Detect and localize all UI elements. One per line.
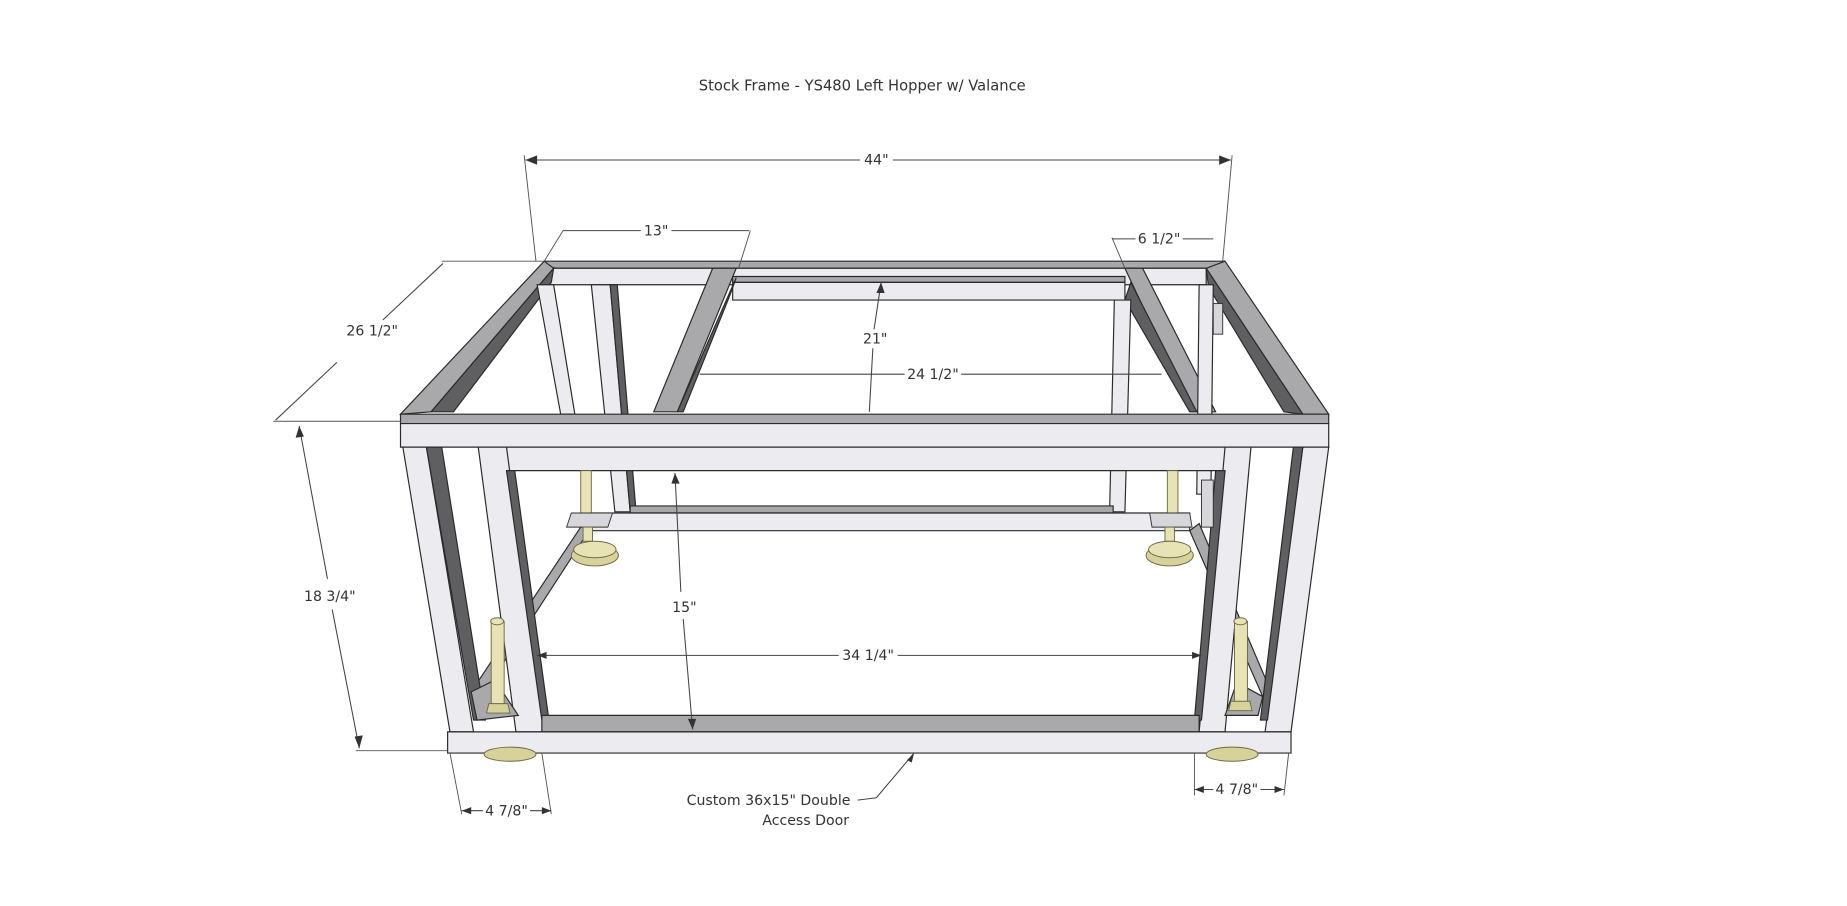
svg-text:26 1/2": 26 1/2" (346, 323, 398, 339)
callout-line-1: Custom 36x15" Double (687, 793, 851, 809)
svg-text:18 3/4": 18 3/4" (304, 589, 356, 605)
leveling-feet (483, 303, 1259, 762)
dimension-inner-depth: 21" (863, 282, 887, 412)
svg-text:24 1/2": 24 1/2" (907, 367, 959, 383)
svg-text:6 1/2": 6 1/2" (1138, 232, 1181, 248)
dimension-depth: 26 1/2" (273, 260, 545, 422)
door-callout: Custom 36x15" Double Access Door (687, 752, 915, 829)
callout-line-2: Access Door (762, 813, 849, 829)
dimension-door-height: 15" (671, 472, 697, 730)
dimension-left-opening: 13" (543, 223, 751, 269)
svg-text:44": 44" (864, 153, 888, 169)
dimension-overall-width: 44" (523, 153, 1233, 262)
steel-frame (399, 260, 1330, 754)
svg-text:15": 15" (672, 600, 696, 616)
dimension-height: 18 3/4" (295, 425, 448, 752)
svg-text:13": 13" (644, 223, 668, 239)
svg-text:4 7/8": 4 7/8" (1215, 782, 1258, 798)
dimension-right-leg: 4 7/8" (1193, 752, 1290, 798)
svg-text:4 7/8": 4 7/8" (485, 803, 528, 819)
svg-text:21": 21" (863, 332, 887, 348)
dimension-left-leg: 4 7/8" (449, 752, 552, 819)
svg-text:34 1/4": 34 1/4" (842, 648, 894, 664)
dimension-right-offset: 6 1/2" (1111, 232, 1214, 269)
dimension-door-width: 34 1/4" (537, 648, 1202, 664)
dimension-inner-width: 24 1/2" (699, 367, 1162, 383)
drawing-title: Stock Frame - YS480 Left Hopper w/ Valan… (699, 78, 1026, 95)
